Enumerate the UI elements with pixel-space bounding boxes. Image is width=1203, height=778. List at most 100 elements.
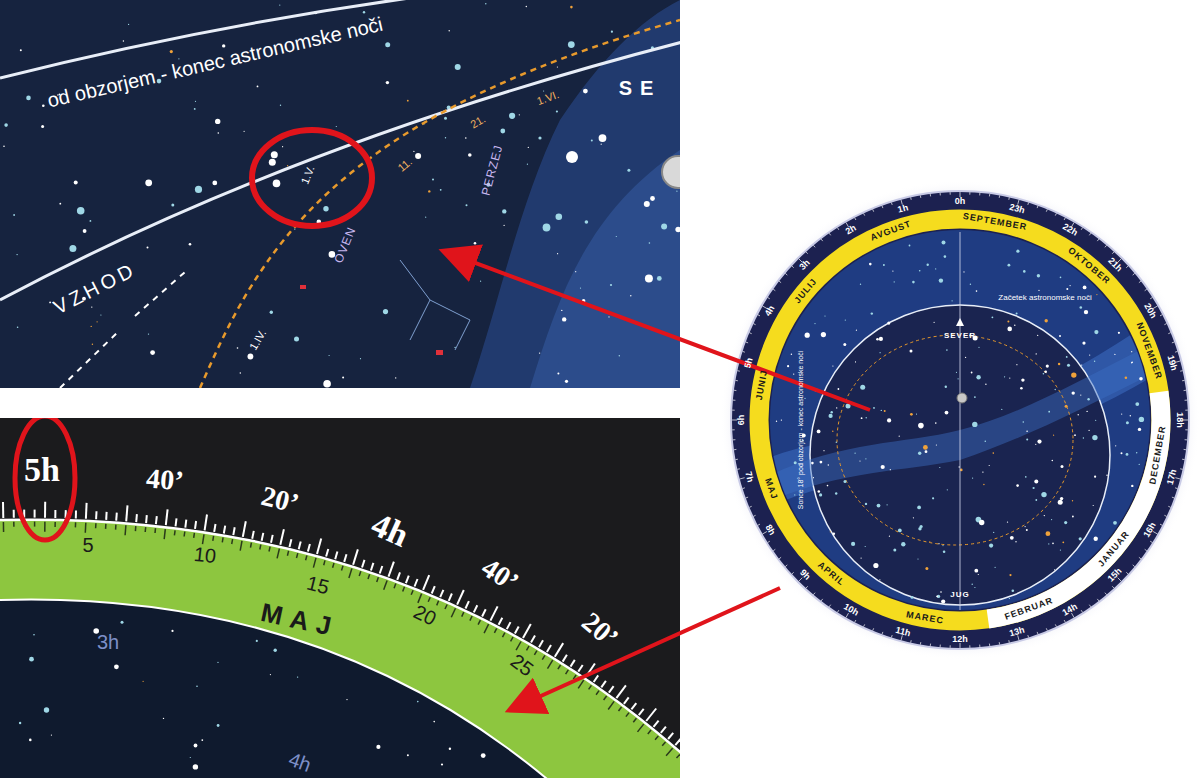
star-dot — [1055, 389, 1056, 390]
star-dot — [831, 411, 833, 413]
month-label: JANUAR — [1097, 530, 1132, 569]
hour-tick — [1185, 410, 1188, 411]
star-dot — [97, 321, 98, 322]
scale-tick — [313, 558, 316, 568]
month-label: APRIL — [816, 560, 846, 587]
star-dot — [936, 595, 938, 597]
hour-label: 23h — [1008, 202, 1025, 215]
star-dot — [599, 134, 607, 142]
hour-label: 11h — [895, 625, 912, 638]
scale-tick — [531, 636, 535, 643]
star-dot — [1036, 353, 1037, 354]
star-dot — [201, 739, 203, 741]
star-dot — [1126, 421, 1129, 424]
star-dot — [376, 745, 380, 749]
hour-label: 13h — [1008, 625, 1025, 638]
star-dot — [898, 529, 902, 533]
hour-tick — [1185, 439, 1188, 440]
scale-tick — [578, 665, 582, 672]
zoom-caption: od obzorjem - konec astronomske noči — [45, 14, 384, 111]
star-dot — [465, 137, 467, 139]
star-dot — [565, 380, 568, 383]
star-dot — [432, 179, 434, 181]
scale-tick — [349, 569, 352, 579]
star-dot — [1038, 290, 1039, 291]
star-dot — [793, 373, 794, 374]
star-dot — [196, 686, 198, 688]
minute-mark: 20’ — [259, 482, 302, 518]
star-dot — [1131, 362, 1133, 364]
star-dot — [485, 3, 486, 4]
scale-tick — [662, 742, 665, 746]
star-dot — [237, 347, 239, 349]
star-dot — [413, 151, 414, 152]
star-dot — [1033, 487, 1035, 489]
star-dot — [1052, 543, 1054, 545]
star-dot — [1010, 536, 1014, 540]
hour-mark: 5h — [24, 453, 60, 487]
star-dot — [271, 151, 278, 158]
hour-label: 0h — [955, 197, 966, 206]
star-dot — [557, 373, 559, 375]
scale-tick — [371, 563, 374, 571]
star-dot — [804, 398, 805, 399]
scale-tick — [389, 562, 394, 577]
hour-tick — [989, 644, 990, 646]
star-dot — [843, 343, 846, 346]
star-dot — [360, 358, 361, 359]
hour-tick — [746, 497, 748, 499]
hour-tick — [737, 468, 739, 470]
star-dot — [217, 724, 220, 727]
hour-ticks — [732, 192, 1188, 648]
hour-tick — [940, 193, 941, 196]
scale-tick — [661, 727, 666, 733]
star-dot — [938, 543, 939, 544]
star-dot — [472, 265, 473, 266]
star-dot — [468, 153, 472, 157]
star-dot — [1096, 294, 1097, 295]
scale-tick — [154, 528, 156, 533]
scale-tick — [384, 580, 387, 589]
star-dot — [1025, 526, 1026, 527]
star-dot — [855, 361, 856, 362]
hour-tick — [969, 645, 970, 648]
star-dot — [1066, 356, 1068, 358]
hour-tick — [1046, 209, 1047, 211]
star-dot — [240, 372, 241, 373]
scale-tick — [428, 597, 430, 602]
star-dot — [976, 290, 978, 292]
star-dot — [1052, 460, 1054, 462]
star-dot — [1023, 421, 1025, 423]
star-dot — [817, 430, 821, 434]
star-dot — [1009, 598, 1010, 599]
scale-tick — [164, 529, 165, 539]
month-label: MAJ — [763, 477, 779, 501]
hour-tick — [1185, 400, 1188, 401]
hour-tick — [1175, 487, 1177, 489]
star-dot — [386, 81, 389, 84]
scale-tick — [290, 539, 292, 547]
hour-tick — [829, 233, 831, 235]
hour-label: 12h — [952, 635, 968, 644]
star-dot — [189, 243, 192, 246]
star-dot — [445, 137, 446, 138]
scale-tick — [176, 518, 177, 526]
star-dot — [19, 722, 21, 724]
scale-tick — [115, 513, 118, 521]
star-dot — [899, 436, 900, 437]
hour-tick — [1168, 333, 1170, 334]
star-dot — [993, 452, 995, 454]
star-dot — [844, 480, 847, 483]
star-dot — [1087, 398, 1089, 400]
hour-tick — [1133, 273, 1135, 275]
scale-tick — [555, 643, 563, 657]
star-dot — [444, 117, 447, 120]
star-dot — [538, 136, 541, 139]
star-dot — [562, 317, 566, 321]
scale-tick — [195, 521, 196, 529]
star-dot — [194, 108, 196, 110]
hour-tick — [891, 635, 893, 637]
star-dot — [929, 541, 930, 542]
scale-tick — [260, 545, 261, 550]
